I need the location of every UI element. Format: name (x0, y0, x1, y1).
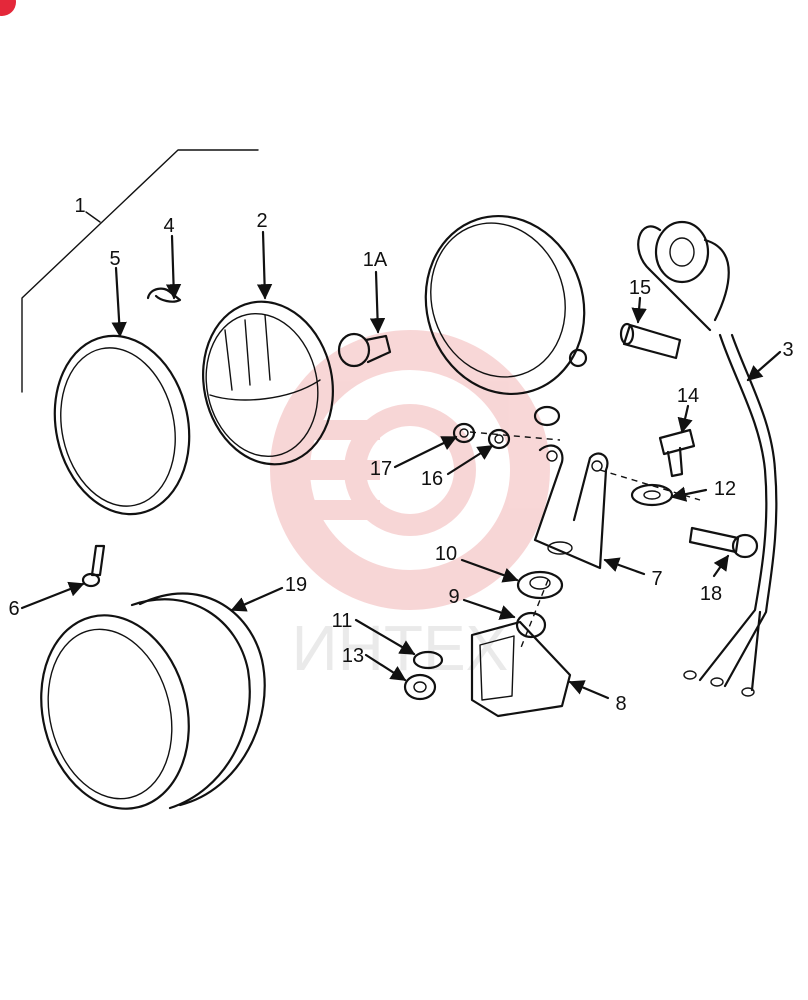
callout-2: 2 (256, 210, 267, 232)
rubber-sleeve (619, 322, 682, 360)
callout-17-leader (393, 435, 458, 469)
callout-1a-leader (369, 270, 386, 334)
callout-6-leader (20, 581, 85, 610)
callout-13: 13 (342, 645, 364, 667)
callout-12: 12 (714, 478, 736, 500)
callout-18-leader (712, 554, 730, 578)
lock-washer (487, 428, 511, 450)
callout-4-leader (165, 234, 182, 300)
callout-7: 7 (651, 568, 662, 590)
callout-13-leader (364, 653, 407, 682)
spacer (515, 611, 547, 639)
callout-7-leader (603, 557, 646, 576)
callout-17: 17 (370, 458, 392, 480)
callout-10-leader (460, 558, 519, 583)
callout-2-leader (256, 230, 273, 300)
callout-3: 3 (782, 339, 793, 361)
assembly-line (469, 431, 561, 441)
rubber-bushing (516, 570, 564, 600)
callout-14-leader (677, 404, 693, 434)
callout-14: 14 (677, 385, 699, 407)
callout-5-leader (111, 266, 127, 338)
callout-9: 9 (448, 586, 459, 608)
callout-11: 11 (332, 610, 353, 632)
callout-19-leader (230, 586, 284, 612)
callout-12-leader (670, 486, 708, 502)
callout-8: 8 (615, 693, 626, 715)
washer (412, 650, 444, 670)
bolt-long (688, 526, 759, 559)
callout-5: 5 (109, 248, 120, 270)
mounting-bracket (533, 444, 609, 570)
callout-16-leader (446, 444, 494, 476)
watermark-text: ИНТЕХ (292, 612, 509, 684)
corner-badge (0, 0, 16, 16)
lamp-housing (424, 214, 588, 396)
callout-15-leader (631, 296, 647, 324)
callout-3-leader (746, 350, 782, 382)
spring-clip (146, 287, 182, 303)
callout-1-leader (85, 211, 101, 223)
callout-10: 10 (435, 543, 457, 565)
lamp-shield (40, 592, 266, 810)
grommet (533, 405, 561, 427)
bulb (337, 332, 392, 368)
base-bracket (470, 620, 572, 718)
rim-ring (53, 334, 191, 516)
callout-15: 15 (629, 277, 651, 299)
callout-18: 18 (700, 583, 722, 605)
bolt-short (658, 428, 696, 478)
screw (81, 544, 106, 588)
assembly-line (519, 579, 549, 651)
watermark-logo: ИНТЕХ (270, 330, 550, 684)
callout-9-leader (462, 598, 516, 620)
callout-11-leader (354, 618, 416, 656)
callout-19: 19 (285, 574, 307, 596)
callout-6: 6 (8, 598, 19, 620)
callout-4: 4 (163, 215, 174, 237)
sealed-beam-lamp (202, 300, 334, 466)
callout-1a: 1A (363, 249, 388, 271)
assembly-bracket-line (21, 149, 259, 393)
callout-1: 1 (74, 195, 85, 217)
callout-8-leader (568, 680, 610, 700)
callout-16: 16 (421, 468, 443, 490)
hex-nut (403, 673, 437, 701)
wiring-harness (637, 220, 778, 697)
flat-washer (630, 483, 674, 507)
